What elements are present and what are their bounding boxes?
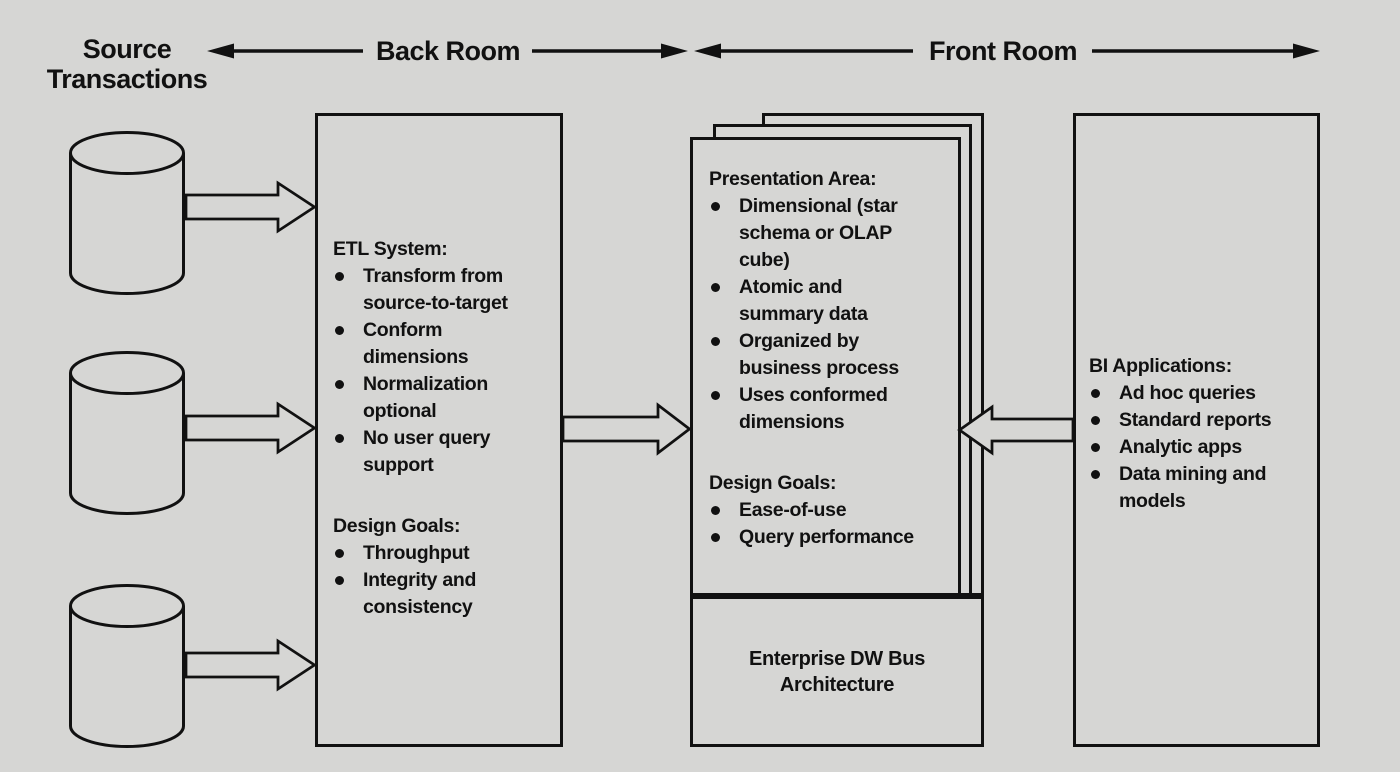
bullet-icon <box>709 524 739 551</box>
bullet-icon <box>333 425 363 479</box>
bullet-icon <box>333 317 363 371</box>
bullet-icon <box>333 540 363 567</box>
list-item: Transform from source-to-target <box>333 263 552 317</box>
list-item: Ease-of-use <box>709 497 950 524</box>
bi-to-presentation-arrow <box>957 404 1075 456</box>
list-item: Conform dimensions <box>333 317 552 371</box>
back-room-right-arrow-icon <box>532 43 688 59</box>
list-item: Integrity and consistency <box>333 567 552 621</box>
back-room-left-arrow-icon <box>207 43 363 59</box>
enterprise-dw-bus-label: Enterprise DW Bus Architecture <box>748 647 926 696</box>
bullet-icon <box>1089 461 1119 515</box>
bullet-icon <box>333 371 363 425</box>
etl-design-goals-title: Design Goals: <box>333 515 461 537</box>
bullet-icon <box>709 328 739 382</box>
source-transactions-label: Source Transactions <box>46 34 208 94</box>
list-item: Data mining and models <box>1089 461 1309 515</box>
list-item: Ad hoc queries <box>1089 380 1309 407</box>
etl-to-presentation-arrow <box>561 402 692 456</box>
database-cylinder-icon-2 <box>69 351 185 515</box>
list-item: Atomic and summary data <box>709 274 950 328</box>
etl-system-title: ETL System: <box>333 238 448 260</box>
presentation-area-title: Presentation Area: <box>709 168 877 190</box>
source-to-etl-arrow-1 <box>184 180 318 234</box>
bullet-icon <box>709 274 739 328</box>
front-room-left-arrow-icon <box>694 43 913 59</box>
presentation-design-goals-title: Design Goals: <box>709 472 837 494</box>
front-room-label: Front Room <box>929 36 1077 66</box>
list-item: Analytic apps <box>1089 434 1309 461</box>
bullet-icon <box>333 263 363 317</box>
bullet-icon <box>709 382 739 436</box>
bi-applications-title: BI Applications: <box>1089 355 1232 377</box>
database-cylinder-icon-1 <box>69 131 185 295</box>
back-room-label: Back Room <box>375 36 521 66</box>
list-item: Uses conformed dimensions <box>709 382 950 436</box>
source-to-etl-arrow-2 <box>184 401 318 455</box>
list-item: Dimensional (star schema or OLAP cube) <box>709 193 950 274</box>
bullet-icon <box>333 567 363 621</box>
source-to-etl-arrow-3 <box>184 638 318 692</box>
bullet-icon <box>709 497 739 524</box>
list-item: Throughput <box>333 540 552 567</box>
enterprise-dw-bus-box: Enterprise DW Bus Architecture <box>690 596 984 747</box>
bullet-icon <box>1089 407 1119 434</box>
bullet-icon <box>1089 380 1119 407</box>
front-room-right-arrow-icon <box>1092 43 1320 59</box>
presentation-area-box: Presentation Area: Dimensional (star sch… <box>690 137 961 596</box>
bi-applications-box: BI Applications: Ad hoc queries Standard… <box>1073 113 1320 747</box>
etl-system-box: ETL System: Transform from source-to-tar… <box>315 113 563 747</box>
list-item: Standard reports <box>1089 407 1309 434</box>
list-item: Query performance <box>709 524 950 551</box>
list-item: Organized by business process <box>709 328 950 382</box>
bullet-icon <box>709 193 739 274</box>
list-item: No user query support <box>333 425 552 479</box>
list-item: Normalization optional <box>333 371 552 425</box>
bullet-icon <box>1089 434 1119 461</box>
database-cylinder-icon-3 <box>69 584 185 748</box>
